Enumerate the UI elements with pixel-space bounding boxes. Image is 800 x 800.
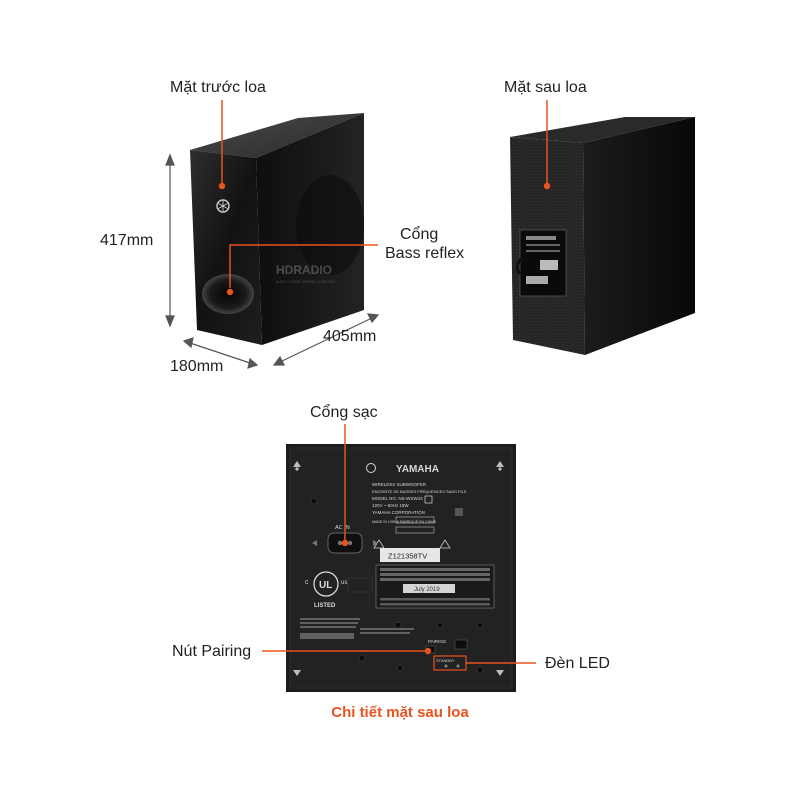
pairing-tag: PAIRING — [428, 639, 447, 644]
back-view-label: Mặt sau loa — [504, 79, 587, 96]
rear-panel-detail: YAMAHA WIRELESS SUBWOOFER ENCEINTE DE BA… — [286, 444, 516, 692]
front-callout-dot — [218, 182, 226, 190]
status-led — [456, 664, 460, 668]
svg-text:c: c — [305, 579, 309, 586]
rear-speaker — [510, 117, 695, 355]
width-dimension — [182, 337, 259, 369]
front-speaker-face — [190, 150, 262, 345]
front-view-label: Mặt trước loa — [170, 79, 266, 96]
pairing-callout-dot — [424, 647, 432, 655]
standby-led — [444, 664, 448, 668]
back-callout-dot — [543, 182, 551, 190]
led-label: Đèn LED — [545, 655, 610, 672]
port-label-line2: Bass reflex — [385, 245, 465, 262]
svg-text:us: us — [341, 580, 347, 586]
yamaha-logo-icon — [216, 199, 230, 213]
rear-speaker-top — [510, 117, 695, 143]
serial-sticker — [380, 548, 440, 562]
standby-tag: STANDBY — [436, 658, 455, 663]
watermark-subtitle: AUDIO - HOME CINEMA - KARAOKE — [276, 280, 336, 284]
port-callout-line — [229, 244, 378, 288]
rear-panel-brand: YAMAHA — [396, 464, 439, 475]
rear-detail-caption: Chi tiết mặt sau loa — [331, 704, 469, 721]
corner-arrow-icons — [293, 461, 504, 676]
rear-panel-line: YAMAHA CORPORATION — [372, 510, 425, 515]
height-dimension — [165, 153, 175, 328]
front-speaker-top — [190, 113, 364, 158]
woofer-shadow — [296, 175, 364, 275]
port-label-line1: Cổng — [400, 226, 439, 243]
rear-yamaha-logo-icon — [366, 463, 376, 473]
rear-speaker-side — [583, 117, 695, 355]
manufacture-date: July 2019 — [414, 587, 440, 593]
rear-panel-line: MODEL NO. NS-WSW43 — [372, 496, 423, 501]
listed-label: LISTED — [314, 603, 336, 609]
pairing-label: Nút Pairing — [172, 643, 252, 660]
watermark-logo: HDRADIO — [276, 263, 332, 277]
rear-panel-line: MADE IN CHINA FABRIQUÉ EN CHINE — [372, 519, 437, 524]
depth-label: 405mm — [323, 328, 377, 345]
depth-dimension — [272, 313, 380, 366]
port-callout-dot — [226, 288, 234, 296]
ac-in-label: AC IN — [335, 525, 350, 531]
ul-logo-icon — [313, 571, 339, 597]
height-label: 417mm — [100, 232, 154, 249]
charge-port-label: Cổng sạc — [310, 404, 378, 421]
rear-panel-line: 120V ~ 60Hz 18W — [372, 503, 409, 508]
charge-port-callout-dot — [341, 539, 349, 547]
width-label: 180mm — [170, 358, 224, 375]
front-speaker: HDRADIO AUDIO - HOME CINEMA - KARAOKE — [190, 113, 364, 345]
rear-panel-line: WIRELESS SUBWOOFER — [372, 482, 427, 487]
rear-panel-line: ENCEINTE DE BASSES FRÉQUENCES SANS FILS — [372, 489, 467, 494]
serial-number: Z121358TV — [388, 552, 427, 561]
svg-text:UL: UL — [319, 580, 332, 591]
date-sticker — [403, 584, 455, 593]
